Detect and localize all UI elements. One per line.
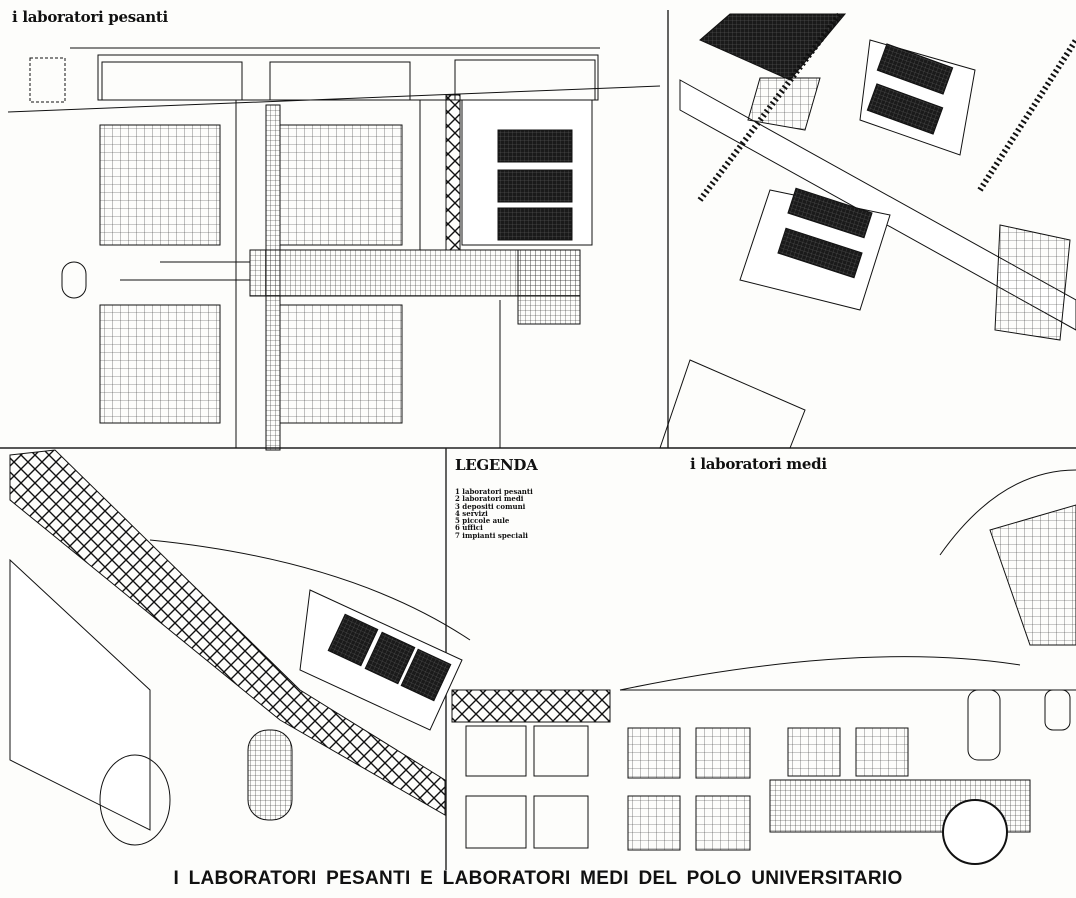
sheet-caption: I LABORATORI PESANTI E LABORATORI MEDI D…: [173, 868, 903, 889]
legend-item: 6 uffici: [455, 523, 483, 533]
legend-list: 1 laboratori pesanti 2 laboratori medi 3…: [455, 488, 533, 539]
legend-item: 5 piccole aule: [455, 516, 510, 526]
heavy-labs-elevation: [7, 47, 661, 113]
legend-item: 7 impianti speciali: [455, 530, 528, 540]
heavy-labs-panel-title: i laboratori pesanti: [12, 8, 168, 26]
legend-item: 4 servizi: [455, 508, 488, 518]
legend-item: 2 laboratori medi: [455, 494, 524, 504]
legend-item: 1 laboratori pesanti: [455, 487, 533, 496]
medium-labs-panel-title: i laboratori medi: [690, 455, 827, 473]
legend-title: LEGENDA: [455, 456, 538, 474]
medium-labs-plan: [451, 469, 1076, 865]
legend-item: 3 depositi comuni: [455, 501, 526, 511]
heavy-labs-axonometric: [659, 12, 1076, 449]
heavy-labs-plan: [61, 94, 593, 451]
medium-labs-axonometric: [9, 449, 471, 846]
